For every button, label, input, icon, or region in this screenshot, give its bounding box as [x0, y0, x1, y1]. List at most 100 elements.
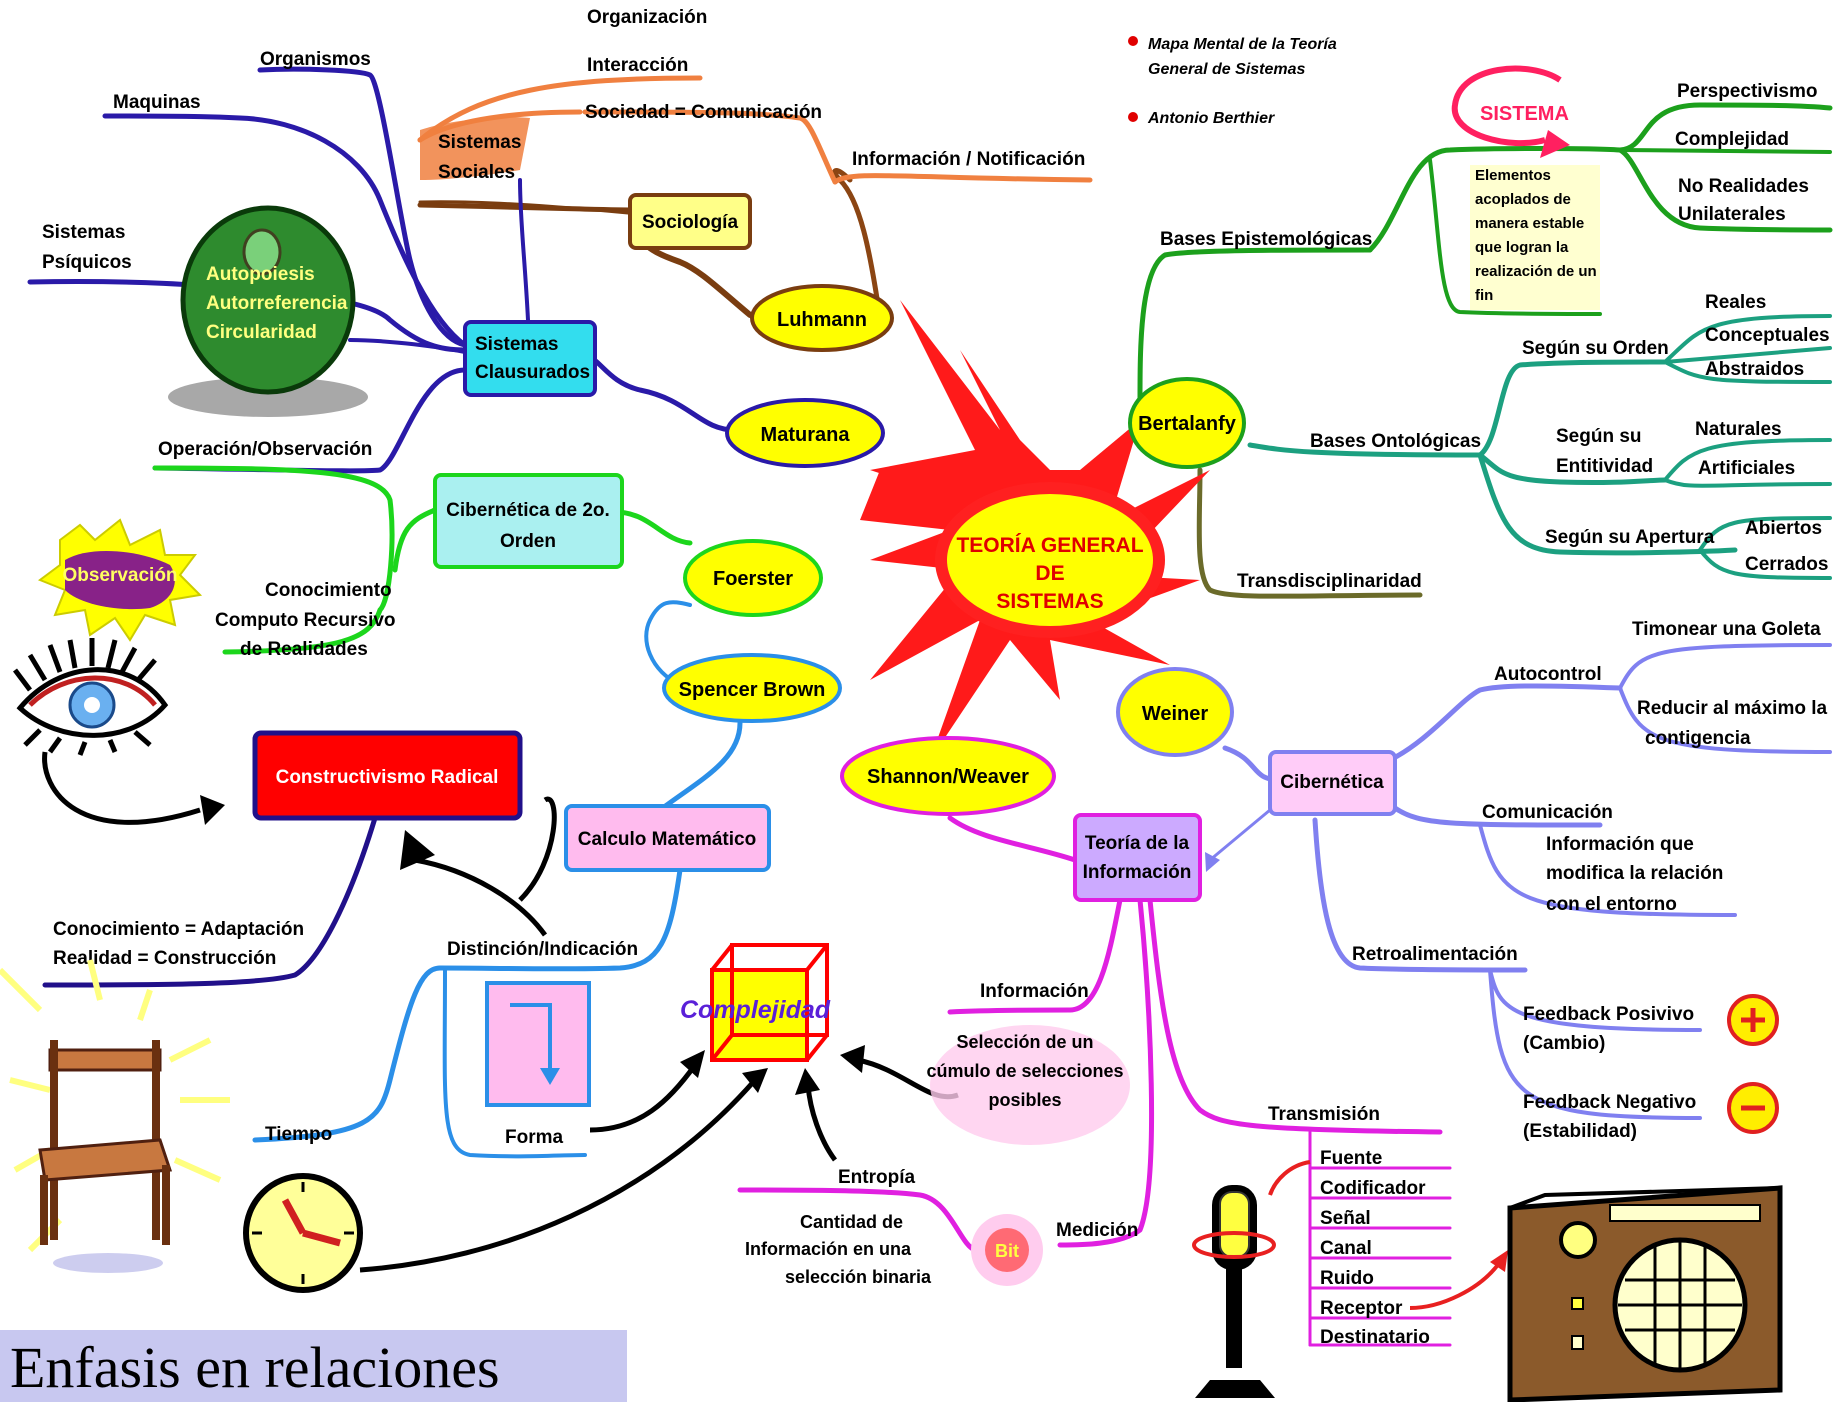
label-organizacion: Organización [587, 7, 707, 28]
center-title-line3: SISTEMAS [996, 590, 1103, 613]
label-seleccion-1: Selección de un [956, 1032, 1093, 1052]
label-ciber2-2: Orden [500, 531, 556, 552]
label-sociologia: Sociología [642, 212, 739, 233]
label-def: Elementos [1475, 167, 1551, 184]
label-com-3: con el entorno [1546, 894, 1677, 915]
label-computo-1: Computo Recursivo [215, 610, 396, 631]
eye-icon [13, 638, 225, 825]
transmision-list: Fuente Codificador Señal Canal Ruido Rec… [1320, 1148, 1430, 1348]
sociologia-box [628, 193, 752, 250]
node-foerster-label: Foerster [713, 568, 793, 590]
label-circularidad: Circularidad [206, 322, 317, 343]
label-timonear: Timonear una Goleta [1632, 619, 1821, 640]
label-calculo: Calculo Matemático [578, 829, 756, 850]
label-construccion: Realidad = Construcción [53, 948, 276, 969]
node-bertalanfy-label: Bertalanfy [1138, 413, 1237, 435]
label-apertura: Según su Apertura [1545, 527, 1715, 548]
header-note-1-line1: Mapa Mental de la Teoría [1148, 36, 1337, 53]
label-autorreferencia: Autorreferencia [206, 293, 348, 314]
label-conocimiento: Conocimiento [265, 580, 392, 601]
bertalanfy-branch: Bases Epistemológicas SISTEMA Elementos … [1160, 65, 1830, 592]
label-entitividad-2: Entitividad [1556, 456, 1653, 477]
label-teoria-1: Teoría de la [1085, 833, 1190, 854]
label-transmision: Transmisión [1268, 1104, 1380, 1125]
label-organismos: Organismos [260, 49, 371, 70]
label-neg-1: Feedback Negativo [1523, 1092, 1696, 1113]
label-def: que logran la [1475, 239, 1569, 256]
center-title-line2: DE [1035, 562, 1064, 585]
footer-banner: Enfasis en relaciones [0, 1330, 627, 1402]
label-computo-2: de Realidades [240, 639, 368, 660]
label-pos-2: (Cambio) [1523, 1033, 1605, 1054]
transmision-item: Destinatario [1320, 1327, 1430, 1348]
header-note-1-line2: General de Sistemas [1148, 61, 1306, 78]
node-spencer-brown: Spencer Brown [662, 653, 842, 723]
label-onto: Bases Ontológicas [1310, 431, 1481, 452]
label-epist: Bases Epistemológicas [1160, 229, 1372, 250]
forma-icon [485, 981, 591, 1107]
label-cerrados: Cerrados [1745, 554, 1828, 575]
label-def: realización de un [1475, 263, 1597, 280]
label-def: manera estable [1475, 215, 1584, 232]
node-shannon-weaver: Shannon/Weaver [840, 736, 1056, 816]
label-forma: Forma [505, 1127, 564, 1148]
center-title-line1: TEORÍA GENERAL [956, 534, 1143, 557]
label-reducir-1: Reducir al máximo la [1637, 698, 1828, 719]
label-com-2: modifica la relación [1546, 863, 1723, 884]
label-distincion: Distinción/Indicación [447, 939, 638, 960]
label-perspectivismo: Perspectivismo [1677, 81, 1817, 102]
label-cantidad-3: selección binaria [785, 1267, 932, 1287]
node-luhmann: Luhmann [750, 284, 894, 352]
label-clausurados-2: Clausurados [475, 362, 590, 383]
spencer-branch: Calculo Matemático Distinción/Indicación… [265, 796, 959, 1273]
label-no-real-1: No Realidades [1678, 176, 1809, 197]
node-weiner: Weiner [1116, 667, 1234, 757]
foerster-branch: Cibernética de 2o. Orden Conocimiento Co… [37, 473, 624, 660]
label-tiempo: Tiempo [265, 1124, 332, 1145]
label-medicion: Medición [1056, 1220, 1138, 1241]
cybernetics-branch: Cibernética Autocontrol Timonear una Gol… [1205, 619, 1828, 1142]
sistemas-clausurados-box [463, 320, 597, 397]
label-bit: Bit [995, 1241, 1019, 1261]
label-cibernetica: Cibernética [1280, 772, 1384, 793]
transmision-item: Canal [1320, 1238, 1372, 1259]
label-reales: Reales [1705, 292, 1766, 313]
sistema-definition-box [1470, 165, 1600, 310]
transmision-item: Receptor [1320, 1298, 1403, 1319]
node-maturana: Maturana [725, 398, 885, 468]
seleccion-cloud [930, 1025, 1130, 1145]
luhmann-branch: Organización Interacción Sociedad = Comu… [420, 7, 1085, 250]
label-orden: Según su Orden [1522, 338, 1669, 359]
label-ciber2-1: Cibernética de 2o. [446, 500, 610, 521]
maturana-branch: Organismos Maquinas Sistemas Psíquicos A… [42, 49, 597, 460]
constructivismo-box [252, 730, 523, 821]
label-cantidad-2: Información en una [745, 1239, 912, 1259]
autopoiesis-shadow [168, 377, 368, 417]
label-artificiales: Artificiales [1698, 458, 1795, 479]
label-informacion: Información [980, 981, 1089, 1002]
label-comunicacion: Comunicación [1482, 802, 1613, 823]
complexity-cube-icon [710, 943, 829, 1062]
label-def: fin [1475, 287, 1493, 304]
info-theory-branch: Teoría de la Información Información Sel… [745, 813, 1508, 1348]
teoria-informacion-box [1073, 813, 1202, 902]
label-psiquicos-1: Sistemas [42, 222, 125, 243]
label-teoria-2: Información [1083, 862, 1192, 883]
label-clausurados-1: Sistemas [475, 334, 558, 355]
radio-icon [1507, 1185, 1783, 1402]
label-seleccion-3: posibles [988, 1090, 1061, 1110]
center-sun: TEORÍA GENERAL DE SISTEMAS [860, 300, 1210, 760]
label-neg-2: (Estabilidad) [1523, 1121, 1637, 1142]
label-autopoiesis: Autopoiesis [206, 264, 315, 285]
label-entitividad-1: Según su [1556, 426, 1642, 447]
node-luhmann-label: Luhmann [777, 309, 867, 331]
microphone-icon [1192, 1185, 1276, 1398]
constructivism-branch: Constructivismo Radical Conocimiento = A… [53, 730, 523, 969]
label-com-1: Información que [1546, 834, 1694, 855]
header-note-2: Antonio Berthier [1147, 110, 1275, 127]
label-entropia: Entropía [838, 1167, 915, 1188]
label-seleccion-2: cúmulo de selecciones [926, 1061, 1123, 1081]
node-spencer-brown-label: Spencer Brown [679, 679, 826, 701]
